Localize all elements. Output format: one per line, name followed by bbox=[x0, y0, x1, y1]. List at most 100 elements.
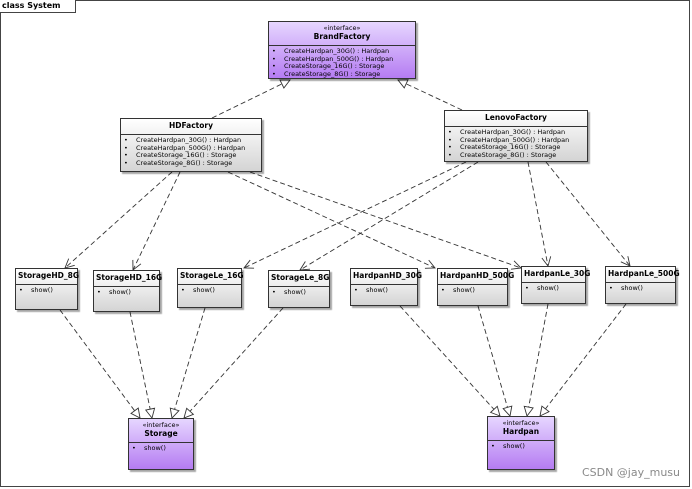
dependency-arrowhead bbox=[510, 260, 522, 270]
realization-line bbox=[129, 311, 151, 410]
operation: •show() bbox=[609, 284, 672, 293]
realization-line bbox=[528, 303, 549, 408]
realization-arrowhead bbox=[523, 405, 534, 417]
operation: • CreateStorage_16G() : Storage bbox=[272, 62, 412, 71]
operation: •CreateHardpan_30G() : Hardpan bbox=[124, 136, 258, 145]
class-header: HDFactory bbox=[121, 119, 261, 135]
operation-signature: show() bbox=[537, 284, 559, 292]
dependency-arrowhead bbox=[243, 259, 255, 269]
operations-compartment: •show() bbox=[94, 287, 159, 299]
operation: •show() bbox=[441, 286, 504, 295]
operation: •show() bbox=[354, 286, 414, 295]
class-name: LenovoFactory bbox=[485, 113, 547, 122]
operation: •CreateHardpan_30G() : Hardpan bbox=[448, 128, 584, 137]
watermark: CSDN @jay_musu bbox=[581, 466, 680, 479]
visibility-icon: • bbox=[441, 286, 445, 294]
realization-line bbox=[405, 83, 463, 111]
operation: • CreateStorage_8G() : Storage bbox=[448, 150, 584, 160]
visibility-icon: • bbox=[448, 150, 452, 159]
class-name: StorageHD_8G bbox=[18, 271, 79, 280]
class-name: BrandFactory bbox=[313, 32, 371, 41]
class-brand: «interface»BrandFactory•CreateHardpan_30… bbox=[268, 21, 416, 79]
operation-signature: show() bbox=[109, 288, 131, 296]
class-name: StorageHD_16G bbox=[96, 273, 163, 282]
operation-signature: CreateStorage_8G() : Storage bbox=[460, 150, 557, 159]
operation: • show() bbox=[525, 284, 582, 293]
operations-compartment: •show() bbox=[438, 285, 507, 297]
class-hd: HDFactory•CreateHardpan_30G() : Hardpan•… bbox=[120, 118, 262, 172]
operation: •CreateStorage_8G() : Storage bbox=[124, 159, 258, 168]
realization-line bbox=[211, 83, 283, 119]
operations-compartment: •show() bbox=[129, 443, 193, 455]
realization-line bbox=[399, 305, 495, 410]
operation-signature: show() bbox=[503, 442, 525, 450]
class-header: StorageLe_8G bbox=[269, 271, 329, 287]
visibility-icon: • bbox=[448, 128, 452, 136]
operation: •CreateHardpan_30G() : Hardpan bbox=[272, 47, 412, 56]
class-name: StorageLe_16G bbox=[180, 271, 244, 280]
class-lenovo: LenovoFactory •CreateHardpan_30G() : Hard… bbox=[444, 110, 588, 162]
class-header: LenovoFactory bbox=[445, 111, 587, 127]
visibility-icon: • bbox=[272, 62, 276, 70]
realization-line bbox=[174, 307, 206, 410]
class-header: «interface»BrandFactory bbox=[269, 22, 415, 46]
realization-arrowhead bbox=[539, 405, 550, 417]
visibility-icon: • bbox=[448, 135, 452, 144]
class-hhd30: HardpanHD_30G•show() bbox=[350, 268, 422, 306]
class-sle16: StorageLe_16G•show() bbox=[177, 268, 244, 308]
realization-arrowhead bbox=[130, 407, 141, 419]
class-shd8: StorageHD_8G •show() bbox=[15, 268, 79, 310]
operation: •show() bbox=[19, 286, 74, 295]
operation: •CreateStorage_16G() : Storage bbox=[124, 151, 258, 160]
visibility-icon: • bbox=[448, 143, 452, 151]
operation-signature: CreateStorage_16G() : Storage bbox=[284, 62, 385, 70]
class-header: HardpanHD_500G bbox=[438, 269, 515, 285]
class-header: HardpanHD_30G bbox=[351, 269, 422, 285]
class-header: HardpanLe_500G bbox=[606, 267, 680, 283]
visibility-icon: • bbox=[19, 286, 23, 294]
stereotype-label: «interface» bbox=[323, 24, 361, 32]
operation-signature: CreateHardpan_500G() : Hardpan bbox=[284, 54, 394, 63]
operations-compartment: •CreateHardpan_30G() : Hardpan•CreateHar… bbox=[445, 127, 587, 161]
realization-line bbox=[545, 303, 627, 410]
operations-compartment: •show() bbox=[16, 285, 77, 297]
dependency-line bbox=[249, 171, 522, 269]
visibility-icon: • bbox=[181, 286, 185, 294]
class-hle500: HardpanLe_500G•show() bbox=[605, 266, 680, 304]
class-name: Storage bbox=[144, 429, 178, 438]
class-storage: «interface»Storage•show() bbox=[128, 418, 194, 470]
dependency-line bbox=[243, 161, 467, 269]
dependency-line bbox=[545, 161, 631, 267]
operation: •show() bbox=[97, 288, 156, 297]
class-header: «interface»Hardpan bbox=[488, 417, 554, 441]
class-name: StorageLe_8G bbox=[271, 273, 330, 282]
operation: •CreateHardpan_500G() : Hardpan bbox=[124, 144, 258, 153]
operations-compartment: •CreateHardpan_30G() : Hardpan•CreateHar… bbox=[121, 135, 261, 169]
class-name: HardpanHD_500G bbox=[440, 271, 515, 280]
realization-arrowhead bbox=[489, 405, 501, 417]
class-name: HardpanLe_30G bbox=[524, 269, 591, 278]
class-name: Hardpan bbox=[502, 427, 540, 436]
operation-signature: CreateStorage_8G() : Storage bbox=[284, 69, 381, 78]
operations-compartment: •show() bbox=[606, 283, 675, 295]
operations-compartment: •show() bbox=[488, 441, 554, 453]
realization-arrowhead bbox=[144, 407, 156, 419]
realization-arrowhead bbox=[169, 407, 180, 419]
dependency-arrowhead bbox=[424, 259, 436, 269]
operation: •show() bbox=[132, 444, 190, 453]
visibility-icon: • bbox=[124, 151, 128, 159]
class-header: HardpanLe_30G bbox=[522, 267, 591, 283]
operations-compartment: •CreateHardpan_30G() : Hardpan • CreateHar… bbox=[269, 46, 415, 80]
visibility-icon: • bbox=[525, 284, 529, 292]
visibility-icon: • bbox=[132, 444, 136, 452]
class-header: StorageHD_8G bbox=[16, 269, 79, 285]
operation-signature: show() bbox=[366, 286, 388, 294]
stereotype-label: «interface» bbox=[502, 419, 540, 427]
visibility-icon: • bbox=[124, 136, 128, 144]
class-header: «interface»Storage bbox=[129, 419, 193, 443]
operations-compartment: • show() bbox=[522, 283, 585, 295]
visibility-icon: • bbox=[272, 288, 276, 296]
operation-signature: CreateHardpan_500G() : Hardpan bbox=[460, 135, 570, 144]
